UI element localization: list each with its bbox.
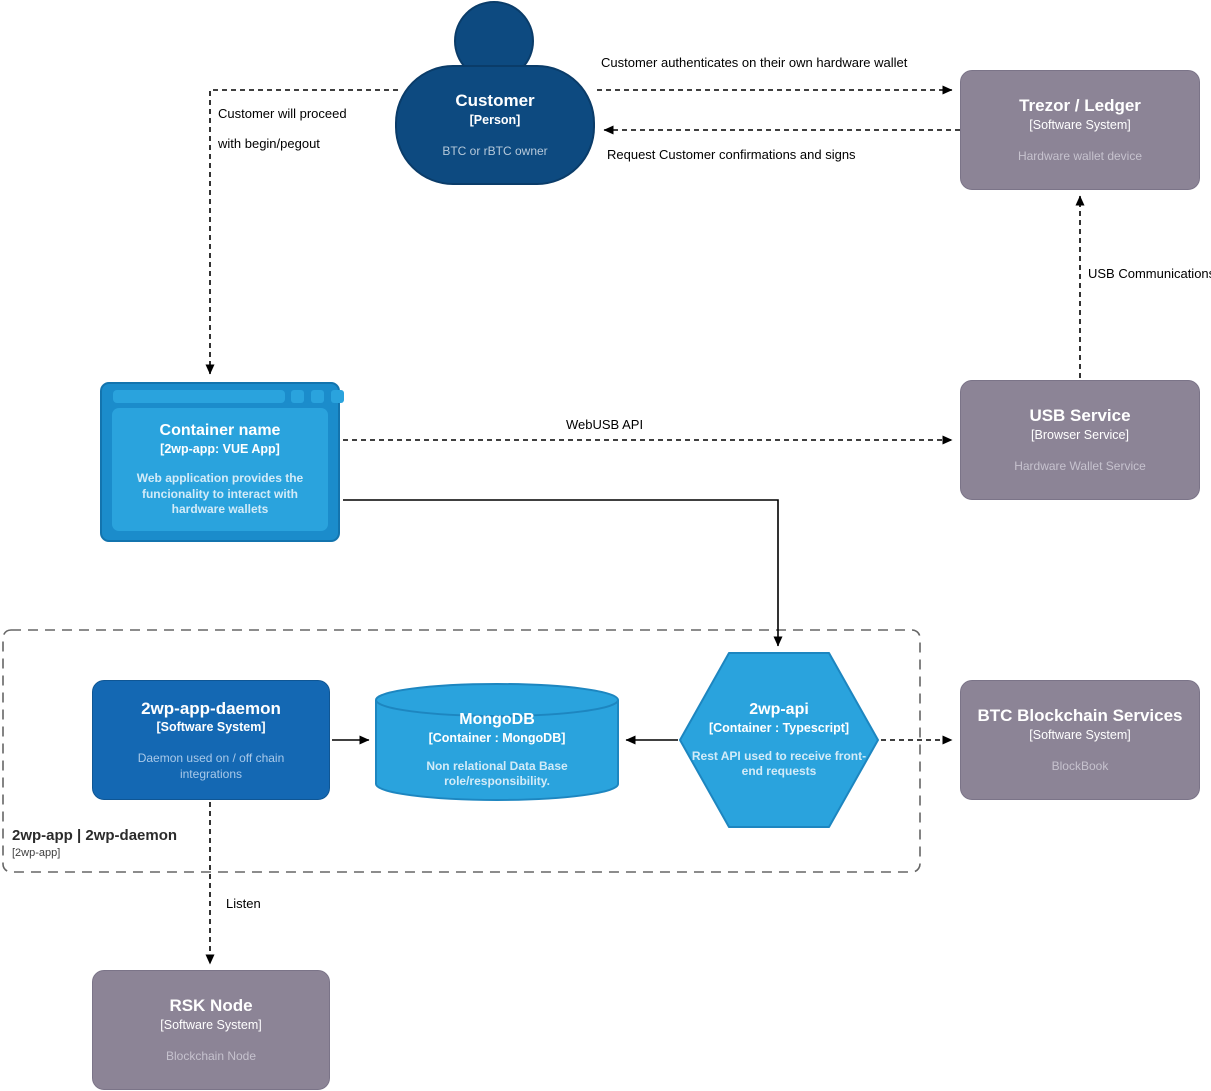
- browser-button-icon: [331, 390, 344, 403]
- node-daemon[interactable]: 2wp-app-daemon [Software System] Daemon …: [92, 680, 330, 800]
- edge-customer-to-webapp: [205, 89, 398, 375]
- node-api-shape[interactable]: [679, 652, 879, 828]
- edge-label-listen: Listen: [226, 896, 261, 911]
- node-mongodb-shape[interactable]: [375, 683, 619, 801]
- btc-desc: BlockBook: [1051, 758, 1109, 773]
- node-customer[interactable]: Customer [Person] BTC or rBTC owner: [395, 65, 595, 185]
- customer-subtitle: [Person]: [469, 112, 521, 127]
- webapp-title: Container name: [159, 421, 281, 439]
- daemon-desc: Daemon used on / off chain integrations: [137, 751, 285, 781]
- node-rsk[interactable]: RSK Node [Software System] Blockchain No…: [92, 970, 330, 1090]
- customer-title: Customer: [455, 91, 535, 111]
- node-btc-blockchain-services[interactable]: BTC Blockchain Services [Software System…: [960, 680, 1200, 800]
- webapp-content: Container name [2wp-app: VUE App] Web ap…: [112, 408, 328, 531]
- browser-button-icon: [311, 390, 324, 403]
- node-webapp-container[interactable]: Container name [2wp-app: VUE App] Web ap…: [100, 382, 344, 542]
- edge-label-proceed-2: with begin/pegout: [218, 136, 320, 151]
- edge-label-usb-comm: USB Communications: [1088, 266, 1211, 281]
- customer-desc: BTC or rBTC owner: [442, 143, 548, 158]
- edge-label-webusb: WebUSB API: [566, 417, 644, 432]
- trezor-title: Trezor / Ledger: [1019, 96, 1141, 116]
- edge-label-request-sign: Request Customer confirmations and signs: [607, 147, 856, 162]
- node-usb-service[interactable]: USB Service [Browser Service] Hardware W…: [960, 380, 1200, 500]
- daemon-subtitle: [Software System]: [156, 719, 266, 734]
- boundary-title: 2wp-app | 2wp-daemon: [12, 827, 178, 844]
- btc-title: BTC Blockchain Services: [977, 706, 1183, 726]
- daemon-title: 2wp-app-daemon: [141, 698, 281, 718]
- browser-address-bar: [113, 390, 285, 403]
- rsk-title: RSK Node: [169, 996, 253, 1016]
- usb-service-title: USB Service: [1029, 406, 1131, 426]
- webapp-subtitle: [2wp-app: VUE App]: [160, 441, 280, 456]
- rsk-desc: Blockchain Node: [165, 1048, 257, 1063]
- browser-button-icon: [291, 390, 304, 403]
- usb-service-subtitle: [Browser Service]: [1031, 427, 1129, 442]
- boundary-subtitle: [2wp-app]: [12, 847, 61, 859]
- rsk-subtitle: [Software System]: [160, 1017, 262, 1032]
- trezor-desc: Hardware wallet device: [1017, 148, 1143, 163]
- node-trezor-ledger[interactable]: Trezor / Ledger [Software System] Hardwa…: [960, 70, 1200, 190]
- usb-service-desc: Hardware Wallet Service: [1014, 458, 1146, 473]
- boundary-2wp-app: [2, 629, 921, 873]
- edge-label-proceed-1: Customer will proceed: [218, 106, 347, 121]
- trezor-subtitle: [Software System]: [1029, 117, 1131, 132]
- webapp-desc: Web application provides the funcionalit…: [136, 471, 304, 517]
- btc-subtitle: [Software System]: [1029, 727, 1131, 742]
- edge-webapp-to-api: [343, 499, 783, 647]
- edge-label-auth: Customer authenticates on their own hard…: [601, 55, 908, 70]
